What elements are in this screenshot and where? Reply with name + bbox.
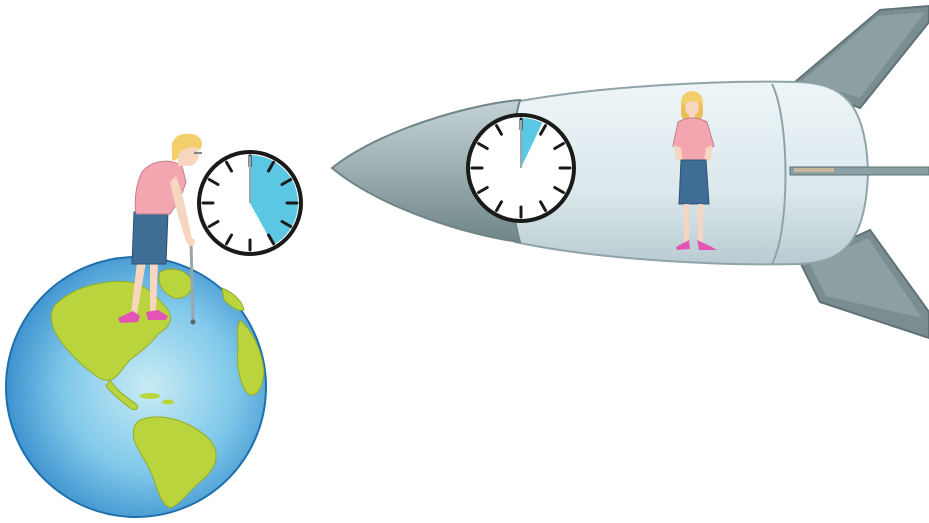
clock-tick	[267, 160, 275, 173]
clock-tick	[539, 124, 547, 136]
rocket-top-fin-highlight	[803, 12, 925, 98]
clock-tick	[207, 178, 220, 186]
skirt	[131, 211, 169, 265]
young-woman-icon	[672, 91, 717, 250]
clock-tick	[553, 186, 565, 194]
clock-tick	[495, 124, 503, 136]
elapsed-wedge	[521, 118, 543, 168]
rocket-clock	[466, 113, 576, 223]
clock-tick	[495, 200, 503, 212]
greenland	[158, 268, 193, 299]
clock-tick	[553, 142, 565, 150]
right-leg	[150, 262, 158, 312]
central-america	[105, 379, 139, 411]
clock-tick	[267, 233, 275, 246]
clock-tick	[207, 220, 220, 228]
right-shoe	[697, 240, 717, 250]
arm	[170, 176, 192, 242]
left-arm	[674, 145, 683, 162]
neck	[689, 114, 695, 120]
caribbean-island	[140, 393, 160, 399]
left-leg	[131, 262, 146, 314]
skirt	[678, 159, 710, 205]
south-america	[132, 416, 217, 509]
clock-tick	[539, 200, 547, 212]
caribbean-island	[162, 399, 174, 405]
clock-tick	[477, 186, 489, 194]
clock-tick	[225, 233, 233, 246]
clock-tick	[280, 220, 293, 228]
rocket-bottom-fin-highlight	[810, 238, 922, 318]
elderly-woman-icon	[118, 133, 202, 325]
right-arm	[704, 145, 712, 162]
right-shoe	[146, 310, 168, 320]
europe-edge	[221, 287, 245, 311]
rocket-section-line	[771, 83, 787, 265]
left-shoe	[676, 240, 690, 250]
earth-icon	[5, 256, 267, 518]
rocket-strut	[789, 166, 929, 176]
earth-clock	[197, 150, 303, 256]
hair	[171, 133, 202, 161]
rocket-strut-highlight	[794, 168, 834, 172]
right-leg	[698, 204, 703, 242]
africa-edge	[237, 319, 265, 396]
clock-tick	[225, 160, 233, 173]
left-leg	[684, 204, 689, 242]
clock-tick	[280, 178, 293, 186]
head	[685, 98, 699, 116]
left-shoe	[118, 311, 140, 323]
fringe	[682, 97, 703, 104]
clock-tick	[477, 142, 489, 150]
hand	[187, 238, 195, 246]
cane-icon	[189, 241, 196, 325]
rocket-icon	[330, 4, 929, 340]
